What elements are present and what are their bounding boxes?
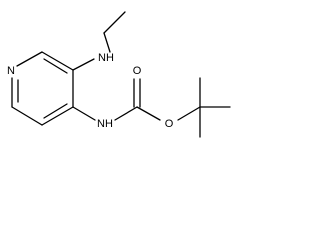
carbamate-nh-label: NH: [97, 118, 113, 130]
ester-oxygen-label: O: [165, 118, 174, 130]
boc-carbamate-group: [72, 77, 231, 138]
bond-carbonyl-c-ester-o: [136, 106, 161, 121]
bond-c3-nh: [72, 58, 95, 71]
bond-nh-ch2: [103, 32, 111, 53]
ring-bond-c2-c3: [41, 51, 74, 71]
bond-ester-o-tbu-c: [177, 106, 201, 121]
ethylamino-group: [72, 11, 126, 71]
ring-nitrogen-label: N: [7, 65, 15, 77]
molecule-structure: N NH NH O O: [7, 11, 231, 138]
ethylamine-nh-label: NH: [98, 52, 114, 64]
ring-double-bond-c4-c5-inner: [43, 103, 68, 119]
bond-nh-carbonyl-c: [114, 106, 138, 121]
bond-c4-nh: [72, 106, 96, 121]
ring-bond-c4-c5: [41, 106, 74, 126]
pyridine-ring: [11, 51, 74, 126]
ring-bond-n1-c2: [16, 51, 43, 67]
ring-bond-c5-c6: [11, 106, 43, 126]
atom-labels: N NH NH O O: [7, 52, 174, 130]
carbonyl-oxygen-label: O: [133, 65, 142, 77]
bond-ch2-ch3: [103, 11, 126, 34]
ring-double-bond-c2-c3-inner: [43, 58, 68, 74]
